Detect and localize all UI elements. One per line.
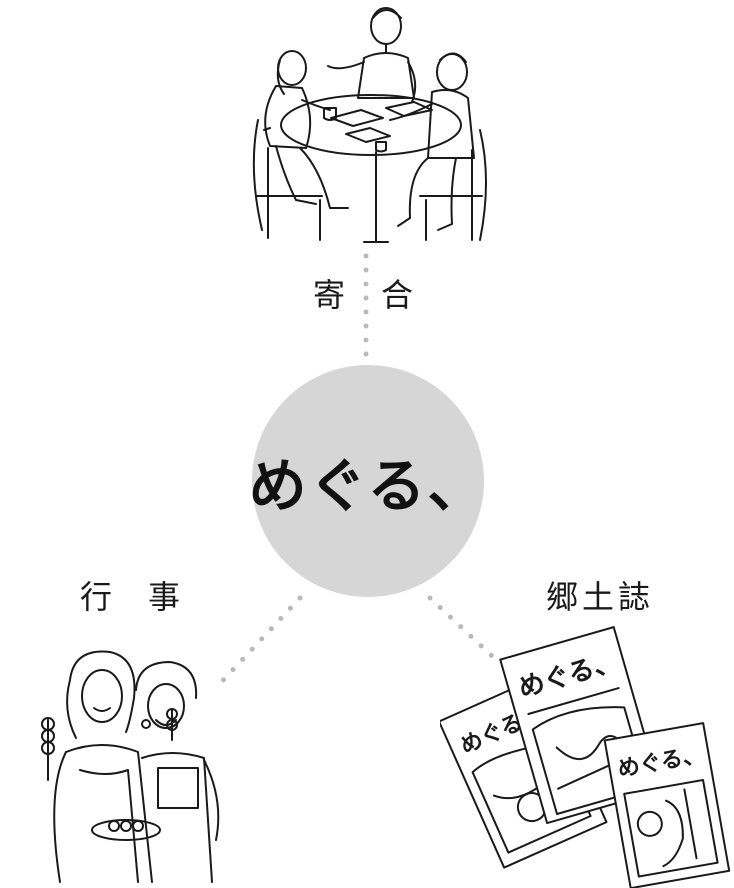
center-label: めぐる、 xyxy=(248,452,488,520)
center-circle: めぐる、 xyxy=(249,365,485,597)
node-label-magazine: 郷土誌 xyxy=(546,578,655,616)
magazine-front: めぐる、 xyxy=(603,722,731,888)
connector-right xyxy=(427,595,495,659)
event-people-illustration xyxy=(41,650,220,883)
meeting-table-illustration xyxy=(252,7,487,243)
node-label-event: 行事 xyxy=(80,578,217,616)
magazine-stack-illustration: めぐる、 めぐる、 めぐる、 xyxy=(440,626,731,888)
node-label-meeting: 寄合 xyxy=(313,276,450,314)
